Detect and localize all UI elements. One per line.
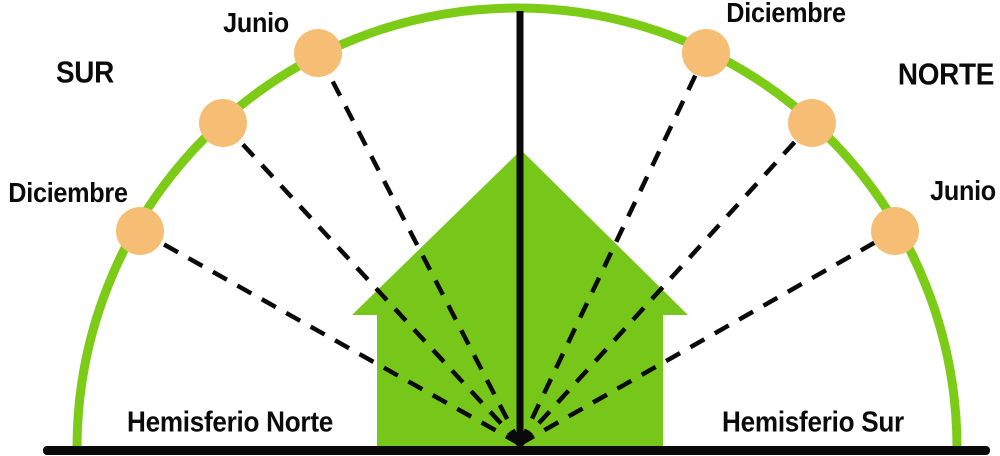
label-junio-left: Junio bbox=[223, 7, 289, 38]
sun-ray-left-mid bbox=[221, 121, 522, 446]
zenith-arrowhead-icon bbox=[507, 433, 533, 450]
sun-ray-right-low bbox=[518, 229, 897, 446]
label-junio-right: Junio bbox=[930, 175, 996, 206]
sun-marker-left-low bbox=[116, 207, 164, 255]
label-sur: SUR bbox=[55, 54, 115, 90]
sun-rays-group bbox=[138, 51, 897, 446]
sun-marker-right-low bbox=[871, 207, 919, 255]
label-hemisferio-sur: Hemisferio Sur bbox=[722, 406, 904, 439]
ground-line bbox=[43, 446, 990, 455]
sun-marker-left-mid bbox=[199, 99, 247, 147]
sun-ray-left-high bbox=[316, 51, 522, 446]
label-hemisferio-norte: Hemisferio Norte bbox=[127, 406, 333, 439]
label-norte: NORTE bbox=[897, 56, 995, 92]
sun-marker-right-mid bbox=[788, 99, 836, 147]
label-diciembre-left: Diciembre bbox=[8, 177, 128, 208]
sun-marker-right-high bbox=[682, 29, 730, 77]
sun-marker-left-high bbox=[294, 29, 342, 77]
label-diciembre-right: Diciembre bbox=[726, 0, 846, 28]
